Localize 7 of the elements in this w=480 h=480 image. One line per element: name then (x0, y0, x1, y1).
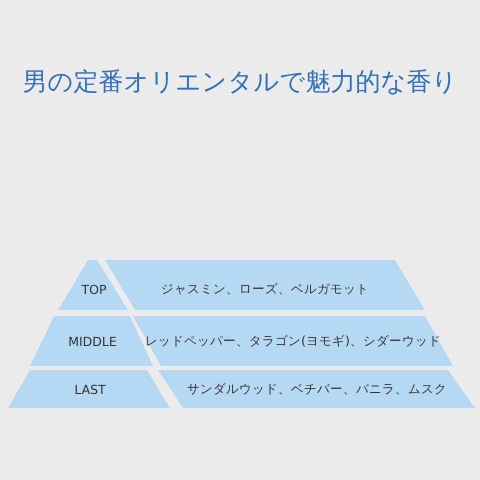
note-label: TOP (81, 282, 106, 296)
note-label: サンダルウッド、ベチバー、バニラ、ムスク (187, 380, 447, 398)
note-label: ジャスミン、ローズ、ベルガモット (161, 280, 369, 298)
title: 男の定番オリエンタルで魅力的な香り (22, 66, 458, 98)
note-label: MIDDLE (68, 334, 117, 348)
note-label: レッドペッパー、タラゴン(ヨモギ)、シダーウッド (145, 332, 441, 350)
note-label: LAST (74, 382, 106, 396)
